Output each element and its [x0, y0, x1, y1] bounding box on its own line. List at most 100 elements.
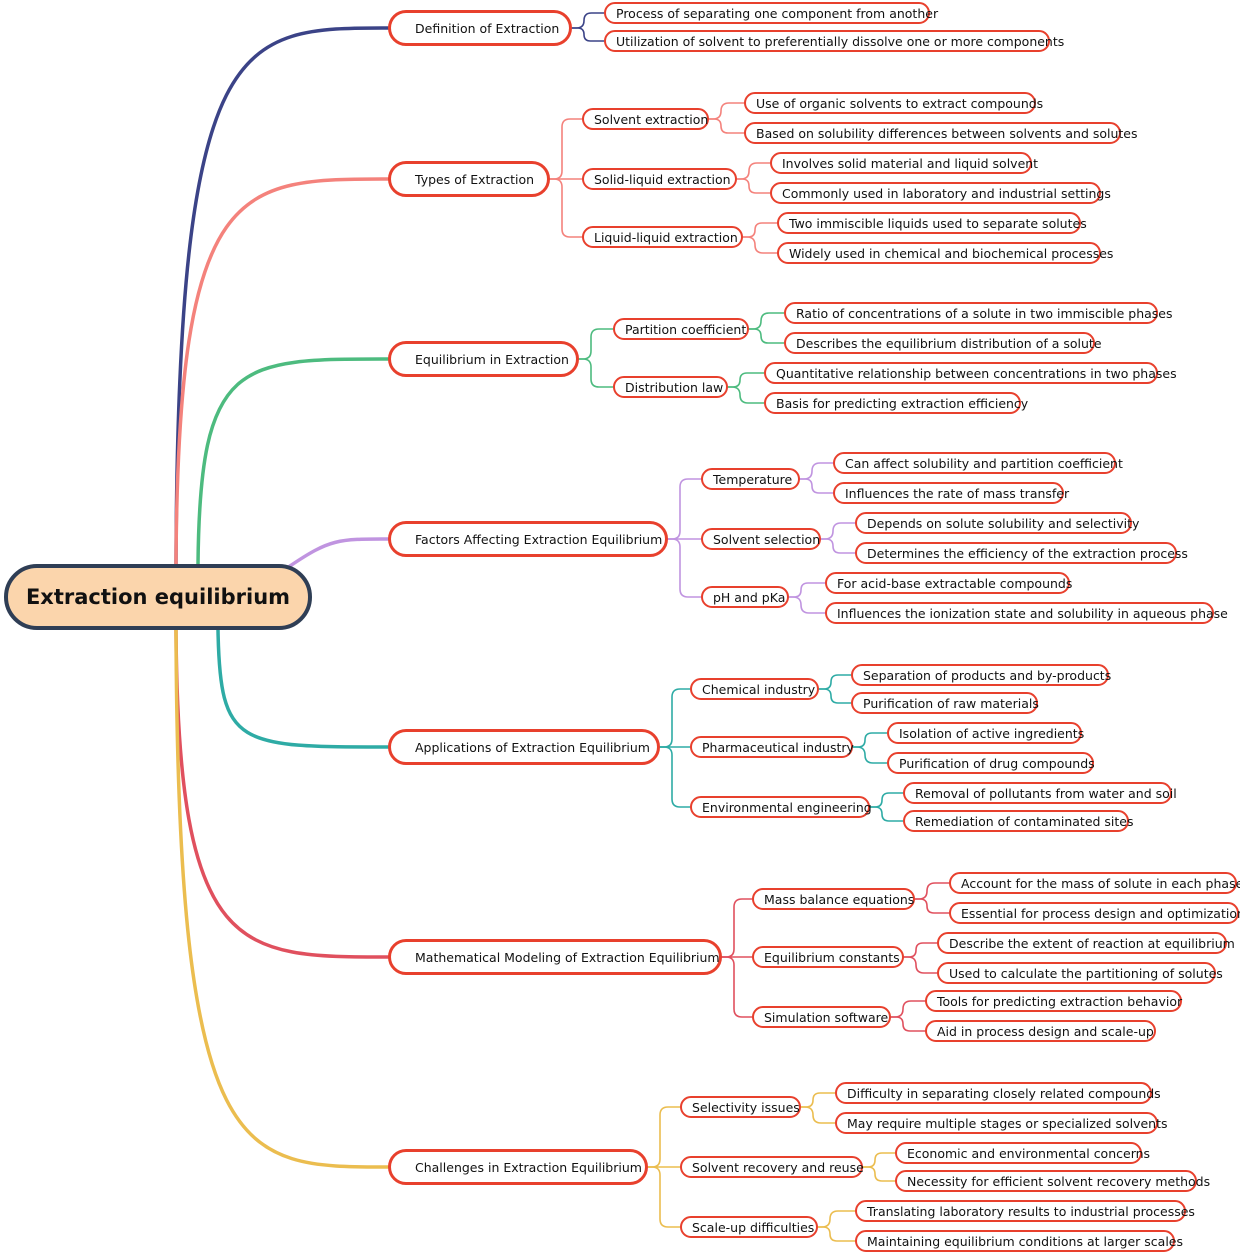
- leaf-connector: [748, 328, 785, 344]
- leaf-topic[interactable]: Account for the mass of solute in each p…: [949, 872, 1240, 894]
- leaf-topic[interactable]: Ratio of concentrations of a solute in t…: [784, 302, 1173, 324]
- branch-topic[interactable]: Challenges in Extraction Equilibrium: [388, 1149, 648, 1185]
- leaf-connector: [914, 898, 950, 914]
- leaf-topic[interactable]: Removal of pollutants from water and soi…: [903, 782, 1177, 804]
- subtopic[interactable]: Selectivity issues: [680, 1096, 801, 1118]
- leaf-topic[interactable]: Influences the ionization state and solu…: [825, 602, 1228, 624]
- leaf-connector: [869, 806, 904, 822]
- leaf-topic[interactable]: Aid in process design and scale-up: [925, 1020, 1156, 1042]
- leaf-connector: [727, 372, 765, 388]
- subtopic[interactable]: Solvent extraction: [582, 108, 709, 130]
- root-topic[interactable]: Extraction equilibrium: [4, 564, 312, 630]
- subtopic-connector: [578, 328, 614, 360]
- leaf-topic[interactable]: Purification of raw materials: [851, 692, 1039, 714]
- subtopic[interactable]: Environmental engineering: [690, 796, 872, 818]
- subtopic[interactable]: Temperature: [701, 468, 800, 490]
- subtopic[interactable]: Simulation software: [752, 1006, 891, 1028]
- subtopic[interactable]: Scale-up difficulties: [680, 1216, 818, 1238]
- leaf-topic[interactable]: Describes the equilibrium distribution o…: [784, 332, 1102, 354]
- branch-topic[interactable]: Definition of Extraction: [388, 10, 572, 46]
- leaf-connector: [708, 102, 745, 120]
- branch-topic[interactable]: Applications of Extraction Equilibrium: [388, 729, 660, 765]
- leaf-topic[interactable]: Remediation of contaminated sites: [903, 810, 1134, 832]
- leaf-topic[interactable]: Essential for process design and optimiz…: [949, 902, 1240, 924]
- subtopic[interactable]: pH and pKa: [701, 586, 789, 608]
- subtopic[interactable]: Chemical industry: [690, 678, 819, 700]
- subtopic-connector: [659, 746, 691, 808]
- leaf-topic[interactable]: Two immiscible liquids used to separate …: [777, 212, 1087, 234]
- subtopic[interactable]: Equilibrium constants: [752, 946, 904, 968]
- leaf-connector: [890, 1000, 926, 1018]
- leaf-connector: [800, 1106, 836, 1124]
- subtopic[interactable]: Liquid-liquid extraction: [582, 226, 743, 248]
- subtopic[interactable]: Mass balance equations: [752, 888, 915, 910]
- leaf-topic[interactable]: Separation of products and by-products: [851, 664, 1111, 686]
- leaf-connector: [852, 732, 888, 748]
- leaf-topic[interactable]: Commonly used in laboratory and industri…: [770, 182, 1111, 204]
- leaf-topic[interactable]: Quantitative relationship between concen…: [764, 362, 1177, 384]
- subtopic-connector: [659, 688, 691, 748]
- leaf-topic[interactable]: Widely used in chemical and biochemical …: [777, 242, 1113, 264]
- leaf-topic[interactable]: Utilization of solvent to preferentially…: [604, 30, 1064, 52]
- leaf-topic[interactable]: For acid-base extractable compounds: [825, 572, 1072, 594]
- branch-topic[interactable]: Factors Affecting Extraction Equilibrium: [388, 521, 668, 557]
- leaf-connector: [708, 118, 745, 134]
- leaf-connector: [852, 746, 888, 764]
- subtopic-connector: [721, 956, 753, 1018]
- leaf-connector: [736, 178, 771, 194]
- leaf-connector: [903, 956, 938, 974]
- leaf-topic[interactable]: Economic and environmental concerns: [895, 1142, 1150, 1164]
- branch-connector: [174, 628, 390, 959]
- branch-topic[interactable]: Equilibrium in Extraction: [388, 341, 579, 377]
- subtopic[interactable]: Pharmaceutical industry: [690, 736, 854, 758]
- leaf-topic[interactable]: Necessity for efficient solvent recovery…: [895, 1170, 1210, 1192]
- leaf-topic[interactable]: Used to calculate the partitioning of so…: [937, 962, 1223, 984]
- subtopic[interactable]: Solvent selection: [701, 528, 821, 550]
- branch-connector: [216, 628, 390, 749]
- leaf-connector: [799, 478, 834, 494]
- leaf-topic[interactable]: Tools for predicting extraction behavior: [925, 990, 1182, 1012]
- leaf-topic[interactable]: Process of separating one component from…: [604, 2, 938, 24]
- leaf-topic[interactable]: Translating laboratory results to indust…: [855, 1200, 1195, 1222]
- branch-connector: [196, 357, 390, 566]
- leaf-topic[interactable]: Difficulty in separating closely related…: [835, 1082, 1161, 1104]
- leaf-connector: [818, 688, 852, 704]
- subtopic-connector: [667, 538, 702, 598]
- subtopic-connector: [721, 898, 753, 958]
- leaf-topic[interactable]: May require multiple stages or specializ…: [835, 1112, 1168, 1134]
- leaf-connector: [890, 1016, 926, 1032]
- leaf-topic[interactable]: Involves solid material and liquid solve…: [770, 152, 1038, 174]
- leaf-connector: [820, 538, 856, 554]
- leaf-connector: [748, 312, 785, 330]
- leaf-topic[interactable]: Describe the extent of reaction at equil…: [937, 932, 1235, 954]
- leaf-topic[interactable]: Determines the efficiency of the extract…: [855, 542, 1188, 564]
- branch-topic[interactable]: Types of Extraction: [388, 161, 550, 197]
- subtopic-connector: [647, 1166, 681, 1228]
- leaf-connector: [742, 236, 778, 254]
- subtopic-connector: [549, 178, 583, 238]
- leaf-topic[interactable]: Maintaining equilibrium conditions at la…: [855, 1230, 1183, 1252]
- leaf-connector: [869, 792, 904, 808]
- leaf-topic[interactable]: Isolation of active ingredients: [887, 722, 1084, 744]
- leaf-topic[interactable]: Use of organic solvents to extract compo…: [744, 92, 1043, 114]
- subtopic[interactable]: Solvent recovery and reuse: [680, 1156, 864, 1178]
- branch-connector: [288, 537, 390, 568]
- leaf-topic[interactable]: Can affect solubility and partition coef…: [833, 452, 1123, 474]
- branch-topic[interactable]: Mathematical Modeling of Extraction Equi…: [388, 939, 722, 975]
- leaf-topic[interactable]: Based on solubility differences between …: [744, 122, 1138, 144]
- subtopic[interactable]: Solid-liquid extraction: [582, 168, 737, 190]
- leaf-connector: [788, 596, 826, 614]
- subtopic-connector: [667, 478, 702, 540]
- leaf-topic[interactable]: Purification of drug compounds: [887, 752, 1095, 774]
- subtopic-connector: [578, 358, 614, 388]
- leaf-connector: [862, 1166, 896, 1182]
- branch-connector: [174, 177, 390, 566]
- leaf-topic[interactable]: Depends on solute solubility and selecti…: [855, 512, 1139, 534]
- subtopic[interactable]: Partition coefficient: [613, 318, 749, 340]
- leaf-topic[interactable]: Basis for predicting extraction efficien…: [764, 392, 1028, 414]
- subtopic[interactable]: Distribution law: [613, 376, 728, 398]
- branch-connector: [174, 628, 390, 1169]
- leaf-connector: [817, 1210, 856, 1228]
- leaf-connector: [788, 582, 826, 598]
- leaf-topic[interactable]: Influences the rate of mass transfer: [833, 482, 1069, 504]
